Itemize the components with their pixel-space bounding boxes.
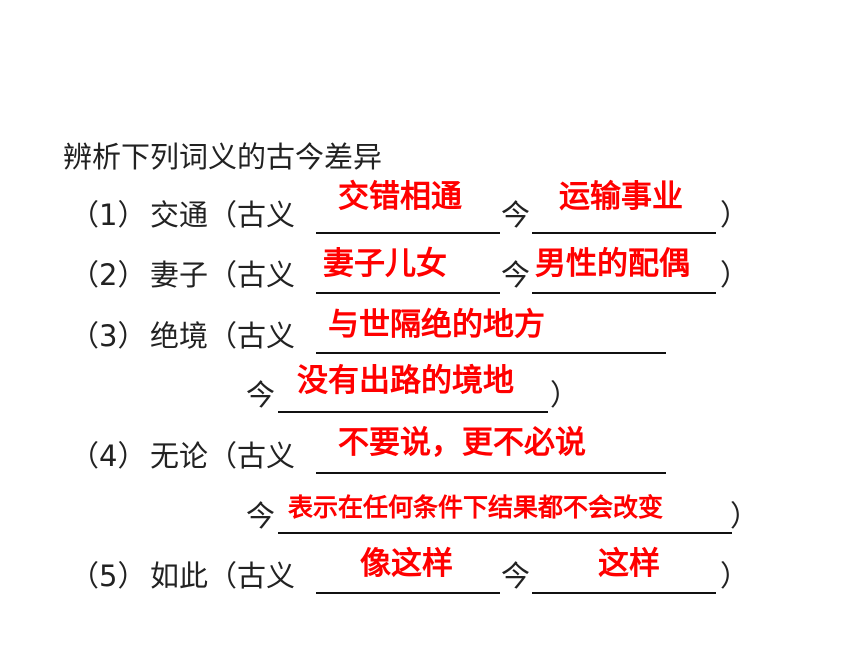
word: 交通 [150, 198, 209, 232]
modern-label: 今 [246, 499, 276, 533]
answer-modern: 运输事业 [559, 179, 683, 215]
ancient-label: （古义 [208, 439, 296, 473]
close-paren: ） [720, 198, 750, 232]
close-paren: ） [730, 499, 760, 533]
blank-line [316, 232, 500, 234]
modern-label: 今 [501, 198, 531, 232]
answer-modern: 表示在任何条件下结果都不会改变 [288, 493, 664, 522]
blank-line [316, 292, 500, 294]
item-number: （5） [70, 559, 147, 593]
item-number: （4） [70, 439, 147, 473]
close-paren: ） [550, 378, 580, 412]
modern-label: 今 [246, 378, 276, 412]
close-paren: ） [720, 559, 750, 593]
word: 妻子 [150, 258, 209, 292]
blank-line [316, 592, 500, 594]
answer-modern: 男性的配偶 [535, 246, 690, 282]
answer-ancient: 与世隔绝的地方 [328, 307, 545, 343]
blank-line [278, 532, 732, 534]
blank-line [532, 592, 716, 594]
answer-ancient: 妻子儿女 [323, 246, 447, 282]
close-paren: ） [720, 258, 750, 292]
blank-line [316, 352, 666, 354]
modern-label: 今 [501, 559, 531, 593]
blank-line [532, 232, 716, 234]
item-number: （1） [70, 198, 147, 232]
blank-line [278, 411, 548, 413]
blank-line [532, 292, 716, 294]
answer-modern: 没有出路的境地 [297, 363, 514, 399]
ancient-label: （古义 [208, 319, 296, 353]
page-title: 辨析下列词义的古今差异 [63, 140, 383, 174]
ancient-label: （古义 [208, 258, 296, 292]
blank-line [316, 472, 666, 474]
item-number: （3） [70, 319, 147, 353]
ancient-label: （古义 [208, 559, 296, 593]
word: 如此 [150, 559, 209, 593]
answer-modern: 这样 [598, 546, 660, 582]
answer-ancient: 不要说，更不必说 [338, 425, 586, 461]
answer-ancient: 像这样 [360, 546, 453, 582]
item-number: （2） [70, 258, 147, 292]
ancient-label: （古义 [208, 198, 296, 232]
answer-ancient: 交错相通 [338, 179, 462, 215]
word: 无论 [150, 439, 209, 473]
modern-label: 今 [501, 258, 531, 292]
word: 绝境 [150, 319, 209, 353]
